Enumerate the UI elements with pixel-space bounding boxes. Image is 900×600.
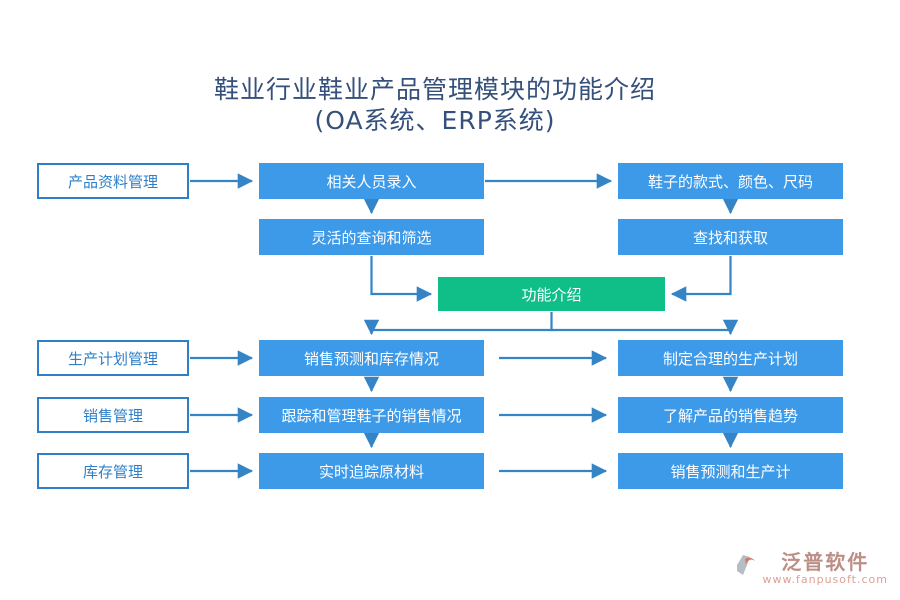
vendor-watermark: 泛普软件 www.fanpusoft.com: [735, 551, 888, 586]
node-track-manage-shoe-sales: 跟踪和管理鞋子的销售情况: [259, 397, 484, 433]
node-function-intro: 功能介绍: [438, 277, 665, 311]
node-sales-forecast-production: 销售预测和生产计: [618, 453, 843, 489]
node-make-reasonable-plan: 制定合理的生产计划: [618, 340, 843, 376]
node-personnel-entry: 相关人员录入: [259, 163, 484, 199]
node-realtime-track-materials: 实时追踪原材料: [259, 453, 484, 489]
node-flexible-query-filter: 灵活的查询和筛选: [259, 219, 484, 255]
node-understand-sales-trend: 了解产品的销售趋势: [618, 397, 843, 433]
node-find-and-retrieve: 查找和获取: [618, 219, 843, 255]
node-product-data-management: 产品资料管理: [37, 163, 189, 199]
watermark-brand: 泛普软件: [781, 550, 870, 574]
page-title-line1: 鞋业行业鞋业产品管理模块的功能介绍: [213, 75, 656, 104]
node-inventory-management: 库存管理: [37, 453, 189, 489]
node-sales-forecast-inventory: 销售预测和库存情况: [259, 340, 484, 376]
fanpu-logo-icon: [735, 553, 759, 581]
node-sales-management: 销售管理: [37, 397, 189, 433]
node-shoe-style-color-size: 鞋子的款式、颜色、尺码: [618, 163, 843, 199]
watermark-url: www.fanpusoft.com: [762, 573, 888, 586]
page-title-line2: (OA系统、ERP系统): [314, 106, 556, 135]
watermark-text: 泛普软件 www.fanpusoft.com: [763, 551, 888, 586]
node-production-plan-management: 生产计划管理: [37, 340, 189, 376]
page-title: 鞋业行业鞋业产品管理模块的功能介绍 (OA系统、ERP系统): [0, 74, 870, 136]
